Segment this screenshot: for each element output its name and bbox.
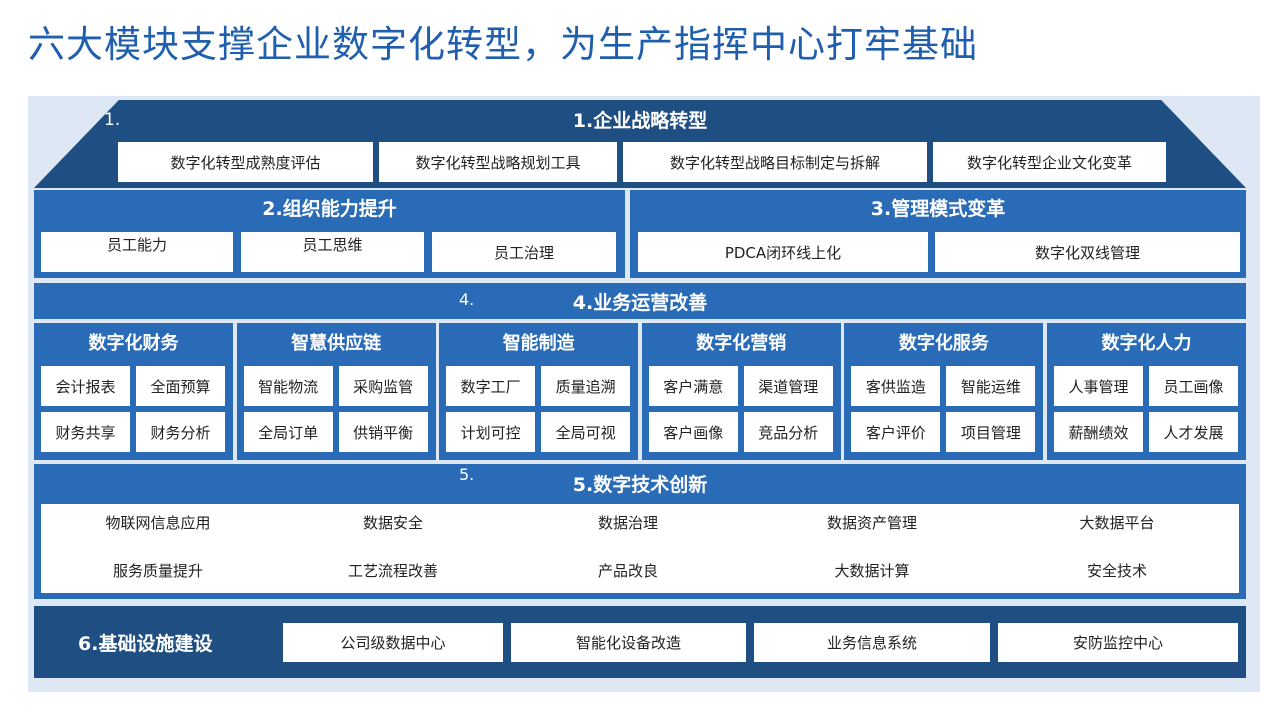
module-4-submodule-item: 全面预算 xyxy=(136,366,225,406)
module-4-submodule-item: 客供监造 xyxy=(851,366,941,406)
module-2-item: 员工治理 xyxy=(432,232,616,272)
module-6-item: 安防监控中心 xyxy=(998,623,1238,662)
module-3-title: 3.管理模式变革 xyxy=(870,198,1006,220)
module-1-item: 数字化转型战略规划工具 xyxy=(379,142,617,182)
module-4-submodule-item: 财务共享 xyxy=(41,412,130,452)
module-2-item: 员工能力 xyxy=(41,232,233,272)
module-1-number: 1. xyxy=(104,110,121,130)
module-4-submodule-item: 客户满意 xyxy=(648,366,738,406)
module-1-item: 数字化转型战略目标制定与拆解 xyxy=(623,142,927,182)
module-4-submodule-item: 计划可控 xyxy=(446,412,536,452)
module-4-submodule-item: 财务分析 xyxy=(136,412,225,452)
module-4-submodule-item: 智能物流 xyxy=(243,366,333,406)
module-6-item: 业务信息系统 xyxy=(754,623,990,662)
module-4-submodule-title: 数字化人力 xyxy=(1101,333,1192,354)
module-5-item: 产品改良 xyxy=(597,562,658,580)
module-4-submodule-item: 智能运维 xyxy=(946,366,1036,406)
module-5-item: 大数据计算 xyxy=(834,562,910,580)
module-5-number: 5. xyxy=(459,465,475,484)
module-4-submodule-item: 数字工厂 xyxy=(446,366,536,406)
module-5-item: 物联网信息应用 xyxy=(105,514,211,532)
module-4-submodule-item: 渠道管理 xyxy=(743,366,833,406)
module-6-item: 公司级数据中心 xyxy=(283,623,503,662)
module-5-item: 数据资产管理 xyxy=(826,514,917,532)
module-5-item: 数据治理 xyxy=(597,514,658,532)
module-5-item: 数据安全 xyxy=(362,514,423,532)
module-3-item: PDCA闭环线上化 xyxy=(638,232,928,272)
module-4-submodule-title: 数字化服务 xyxy=(898,333,989,354)
module-5-content xyxy=(41,504,1239,593)
module-1-item: 数字化转型企业文化变革 xyxy=(933,142,1166,182)
module-6-item: 智能化设备改造 xyxy=(511,623,746,662)
module-4-submodule-item: 全局订单 xyxy=(243,412,333,452)
module-4-submodule-title: 智慧供应链 xyxy=(291,333,382,354)
module-2-title: 2.组织能力提升 xyxy=(262,198,397,220)
module-4-title: 4.业务运营改善 xyxy=(572,292,708,314)
module-6-title: 6.基础设施建设 xyxy=(78,633,213,655)
module-5-item: 安全技术 xyxy=(1086,562,1147,580)
module-4-submodule-item: 全局可视 xyxy=(541,412,631,452)
module-4-submodule-title: 智能制造 xyxy=(502,333,575,354)
module-2-item: 员工思维 xyxy=(241,232,424,272)
module-4-submodule-item: 竞品分析 xyxy=(743,412,833,452)
module-4-submodule-item: 会计报表 xyxy=(41,366,130,406)
module-4-submodule-title: 数字化财务 xyxy=(88,333,179,354)
module-5-title: 5.数字技术创新 xyxy=(572,474,708,496)
module-4-submodule-item: 供销平衡 xyxy=(338,412,428,452)
module-4-band xyxy=(34,283,1246,319)
module-4-number: 4. xyxy=(459,290,475,309)
module-4-submodule-item: 人才发展 xyxy=(1149,412,1238,452)
module-4-submodule-item: 质量追溯 xyxy=(541,366,631,406)
module-5-item: 工艺流程改善 xyxy=(347,562,438,580)
module-4-submodule-item: 员工画像 xyxy=(1149,366,1238,406)
module-5-item: 服务质量提升 xyxy=(112,562,203,580)
module-4-submodule-item: 人事管理 xyxy=(1054,366,1143,406)
module-4-submodule-item: 客户画像 xyxy=(648,412,738,452)
module-1-title: 1.企业战略转型 xyxy=(572,110,708,132)
module-4-submodule-title: 数字化营销 xyxy=(696,333,787,354)
module-4-submodule-item: 项目管理 xyxy=(946,412,1036,452)
module-4-submodule-item: 薪酬绩效 xyxy=(1054,412,1143,452)
module-5-item: 大数据平台 xyxy=(1079,514,1155,532)
module-3-item: 数字化双线管理 xyxy=(935,232,1240,272)
module-4-submodule-item: 客户评价 xyxy=(851,412,941,452)
module-4-submodule-item: 采购监管 xyxy=(338,366,428,406)
page-title: 六大模块支撑企业数字化转型，为生产指挥中心打牢基础 xyxy=(28,23,978,66)
module-1-item: 数字化转型成熟度评估 xyxy=(118,142,373,182)
